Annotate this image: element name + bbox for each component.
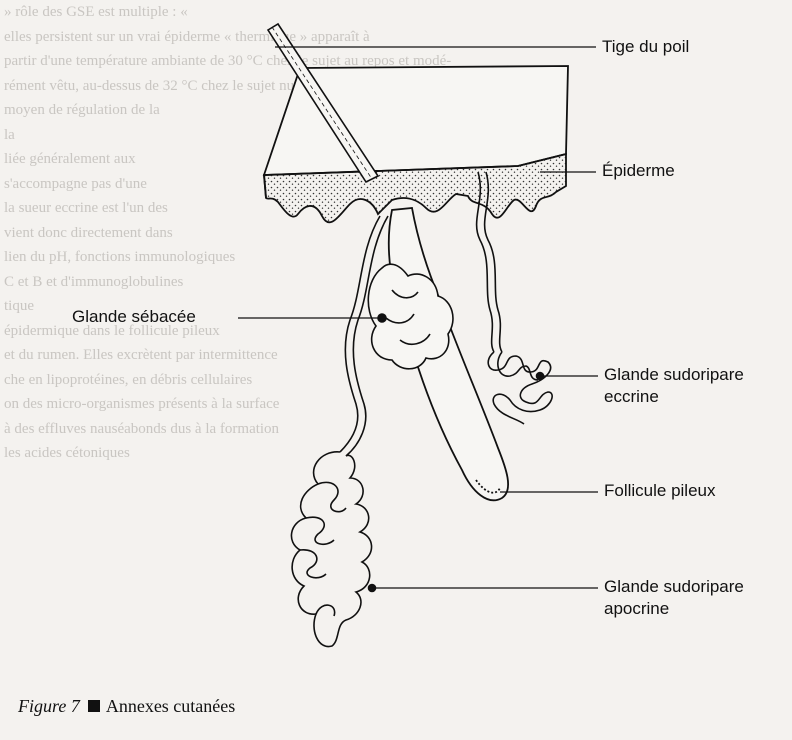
figure-caption: Figure 7 Annexes cutanées [18,696,235,717]
label-apocrine-gland: Glande sudoripare apocrine [604,576,744,620]
caption-square-bullet [87,700,100,712]
label-epidermis: Épiderme [602,161,675,180]
label-hair-shaft: Tige du poil [602,37,690,56]
background-text-line: à des effluves nauséabonds dus à la form… [4,420,280,437]
caption-figure-number: Figure 7 [18,696,80,716]
skin-block [262,65,569,224]
eccrine-gland [475,171,553,425]
label-eccrine-line1: Glande sudoripare [604,365,744,384]
background-text-line: moyen de régulation de la [4,102,160,118]
sebaceous-gland [367,263,454,370]
background-text-line: et du rumen. Elles excrètent par intermi… [4,347,278,363]
background-text-line: lien du pH, fonctions immunologiques [4,249,236,265]
background-text-line: tique [4,298,34,314]
background-text-line: la sueur eccrine est l'un des [4,200,168,216]
background-text-line: la [4,126,15,143]
hair-shaft [266,22,380,184]
background-text-line: che en lipoprotéines, en débris cellulai… [4,371,253,388]
background-text-line: on des micro-organismes présents à la su… [4,396,280,412]
background-text-line: C et B et d'immunoglobulines [4,273,184,290]
label-apocrine-line2: apocrine [604,599,670,618]
background-text-line: vient donc directement dans [4,224,173,241]
label-hair-follicle: Follicule pileux [604,481,716,500]
background-text-line: les acides cétoniques [4,445,130,461]
label-eccrine-line2: eccrine [604,387,659,406]
label-eccrine-gland: Glande sudoripare eccrine [604,364,744,408]
background-text-line: liée généralement aux [4,151,136,167]
label-sebaceous-gland: Glande sébacée [72,307,196,326]
caption-title: Annexes cutanées [105,696,236,716]
background-text-line: partir d'une température ambiante de 30 … [4,53,452,69]
apocrine-gland [290,215,389,648]
background-text-line: épidermique dans le follicule pileux [4,322,220,339]
background-text-line: s'accompagne pas d'une [4,175,147,192]
label-apocrine-line1: Glande sudoripare [604,577,744,596]
epidermis-layer [263,152,567,224]
leader-lines [238,46,598,589]
background-text-line: » rôle des GSE est multiple : « [4,4,188,20]
